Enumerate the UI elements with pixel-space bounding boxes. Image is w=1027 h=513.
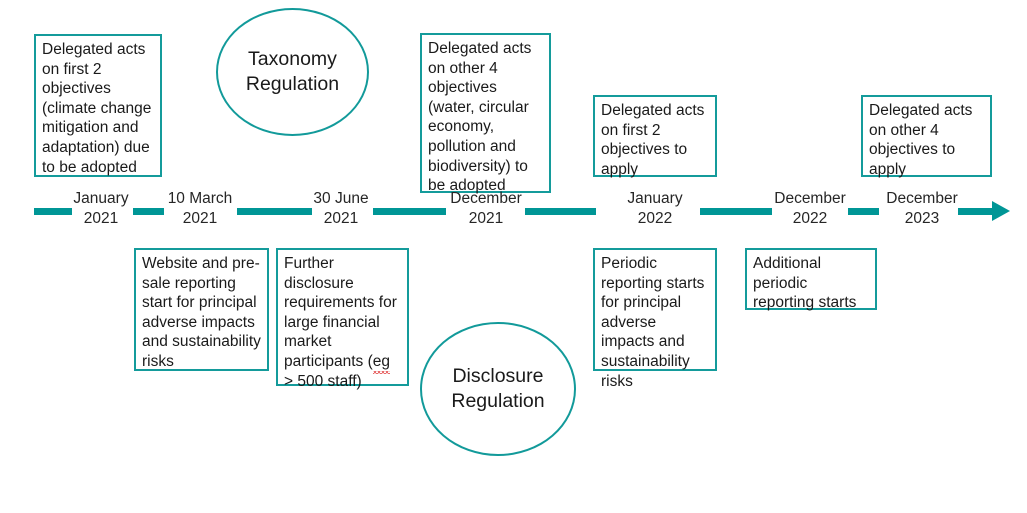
milestone-box-periodic-reporting-starts: Periodic reporting starts for principal … — [593, 248, 717, 390]
further-disclosure-text-after: > 500 staff) — [284, 372, 362, 390]
milestone-box-delegated-other-4-adopted: Delegated acts on other 4 objectives (wa… — [420, 33, 551, 194]
axis-label-10-march-2021: 10 March 2021 — [167, 190, 233, 227]
axis-label-january-2022: January 2022 — [627, 190, 683, 227]
axis-label-january-2021: January 2021 — [73, 190, 129, 227]
taxonomy-regulation-circle: Taxonomy Regulation — [216, 8, 369, 136]
milestone-box-additional-periodic-reporting: Additional periodic reporting starts — [745, 248, 877, 311]
milestone-box-website-presale-reporting: Website and pre-sale reporting start for… — [134, 248, 269, 371]
milestone-box-delegated-first-2-apply: Delegated acts on first 2 objectives to … — [593, 95, 717, 178]
axis-segment-6 — [700, 208, 772, 215]
axis-label-december-2021: December 2021 — [450, 190, 522, 227]
milestone-box-delegated-first-2-adopted: Delegated acts on first 2 objectives (cl… — [34, 34, 162, 177]
further-disclosure-text-before: Further disclosure requirements for larg… — [284, 255, 397, 370]
misspelled-word-eg: eg — [372, 352, 391, 374]
axis-label-december-2022: December 2022 — [774, 190, 846, 227]
milestone-box-delegated-other-4-apply: Delegated acts on other 4 objectives to … — [861, 95, 992, 178]
axis-segment-3 — [237, 208, 312, 215]
axis-segment-4 — [373, 208, 446, 215]
milestone-box-further-disclosure-requirements: Further disclosure requirements for larg… — [276, 248, 409, 390]
axis-segment-5 — [525, 208, 596, 215]
axis-segment-7 — [848, 208, 879, 215]
axis-label-december-2023: December 2023 — [886, 190, 958, 227]
axis-segment-2 — [133, 208, 164, 215]
disclosure-regulation-circle: Disclosure Regulation — [420, 322, 576, 456]
axis-segment-1 — [34, 208, 72, 215]
axis-label-30-june-2021: 30 June 2021 — [313, 190, 369, 227]
axis-arrow-shaft — [958, 208, 994, 215]
axis-arrow-head-icon — [992, 201, 1010, 221]
